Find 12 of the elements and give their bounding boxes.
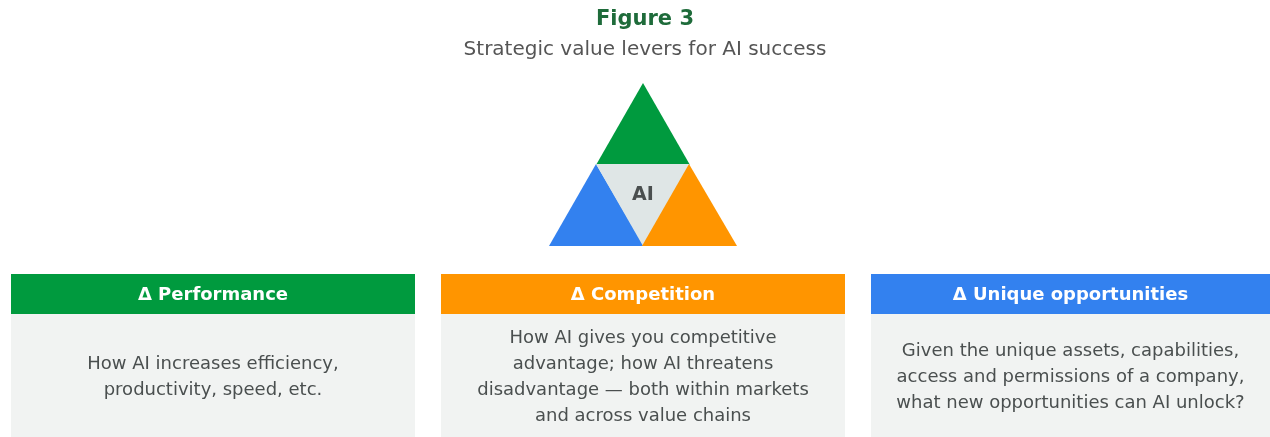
card-description: Given the unique assets, capabilities, access and permissions of a company, what new opportunities can AI unlock? [895,337,1246,414]
info-card [11,274,415,437]
card-header: Δ Unique opportunities [871,274,1270,314]
figure-subtitle: Strategic value levers for AI success [463,36,827,60]
card-header: Δ Performance [11,274,415,314]
card-header: Δ Competition [441,274,845,314]
center-label: AI [631,182,655,204]
figure-title: Figure 3 [595,6,695,30]
info-card [441,274,845,437]
card-description: How AI gives you competitive advantage; how AI threatens disadvantage — both within markets and across value chains [476,324,810,427]
info-card [871,274,1270,437]
card-description: How AI increases efficiency, productivity, speed, etc. [86,350,340,401]
